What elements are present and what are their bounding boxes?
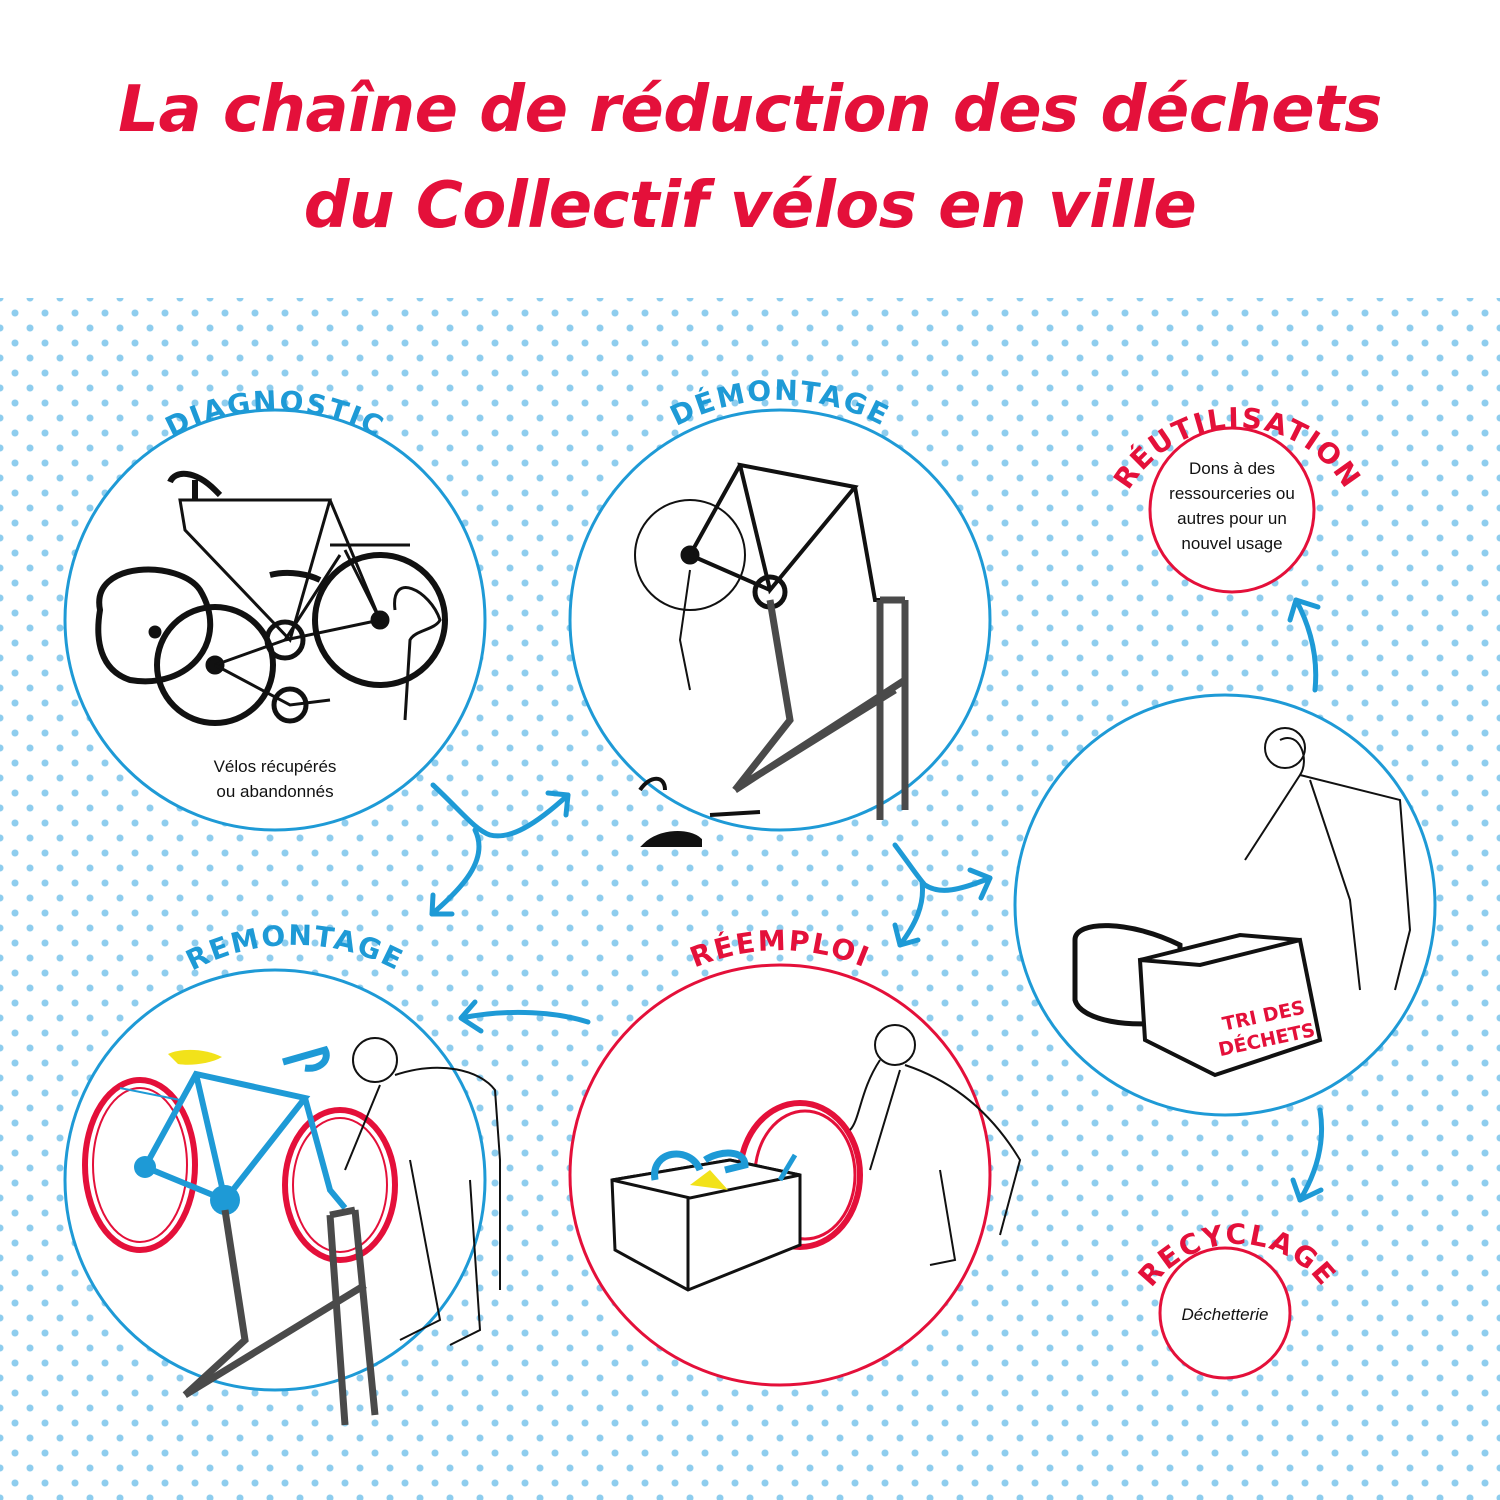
arrow-reemploi-to-remontage xyxy=(459,1009,591,1025)
step-remontage: REMONTAGE xyxy=(63,919,501,1426)
page-title: La chaîne de réduction des déchets du Co… xyxy=(0,62,1500,254)
recyclage-circle xyxy=(1158,1246,1292,1380)
remontage-label: REMONTAGE xyxy=(181,919,410,978)
reutilisation-caption-line-1: Dons à des xyxy=(1189,459,1275,478)
reutilisation-caption-line-2: ressourceries ou xyxy=(1169,484,1295,503)
arrowhead xyxy=(967,867,993,901)
arrow-diagnostic-to-remontage xyxy=(429,827,482,917)
mechanic-person-illustration xyxy=(344,1037,501,1346)
reutilisation-caption-line-3: autres pour un xyxy=(1177,509,1287,528)
tri-circle xyxy=(1013,693,1437,1117)
arrow-diagnostic-to-demontage xyxy=(430,782,571,839)
demontage-circle xyxy=(568,408,992,832)
reutilisation-circle xyxy=(1148,426,1316,594)
step-reutilisation: RÉUTILISATION Dons à des ressourceries o… xyxy=(1107,401,1366,594)
title-line-1: La chaîne de réduction des déchets xyxy=(118,73,1382,147)
reassembled-bike-illustration xyxy=(82,1045,398,1263)
arrow-demontage-to-tri xyxy=(892,842,993,893)
step-recyclage: RECYCLAGE Déchetterie xyxy=(1132,1218,1341,1380)
remontage-stand xyxy=(182,1206,379,1426)
arrowhead xyxy=(458,999,484,1034)
arrowhead xyxy=(1287,597,1321,623)
remontage-circle xyxy=(63,968,487,1392)
arrowhead xyxy=(892,922,921,948)
step-demontage: DÉMONTAGE xyxy=(568,374,992,847)
arrowhead xyxy=(429,892,455,917)
arrow-tri-to-recyclage xyxy=(1297,1107,1325,1203)
arrow-demontage-to-reemploi xyxy=(897,879,926,948)
title-line-2: du Collectif vélos en ville xyxy=(303,169,1197,243)
parts-box-illustration xyxy=(610,1149,802,1292)
crouching-person-illustration xyxy=(849,1024,1022,1266)
recyclage-caption: Déchetterie xyxy=(1182,1305,1269,1324)
step-reemploi: RÉEMPLOI xyxy=(568,924,1022,1387)
reutilisation-caption-line-4: nouvel usage xyxy=(1181,534,1282,553)
diagnostic-circle xyxy=(63,408,487,832)
arrow-tri-to-reutilisation xyxy=(1293,597,1319,693)
repair-stand xyxy=(732,596,909,820)
flow-arrows xyxy=(429,597,1325,1203)
arrowhead xyxy=(545,790,571,818)
diagnostic-caption-line-2: ou abandonnés xyxy=(216,782,333,801)
sorting-box: TRI DES DÉCHETS xyxy=(1137,932,1323,1078)
old-bikes-illustration xyxy=(95,470,448,726)
step-diagnostic: DIAGNOSTIC Vélos récupérés ou abandonnés xyxy=(63,384,487,832)
step-tri: TRI DES DÉCHETS xyxy=(1013,693,1437,1117)
arrowhead xyxy=(1290,1177,1324,1203)
diagnostic-caption-line-1: Vélos récupérés xyxy=(214,757,337,776)
removed-parts-illustration xyxy=(638,776,761,847)
